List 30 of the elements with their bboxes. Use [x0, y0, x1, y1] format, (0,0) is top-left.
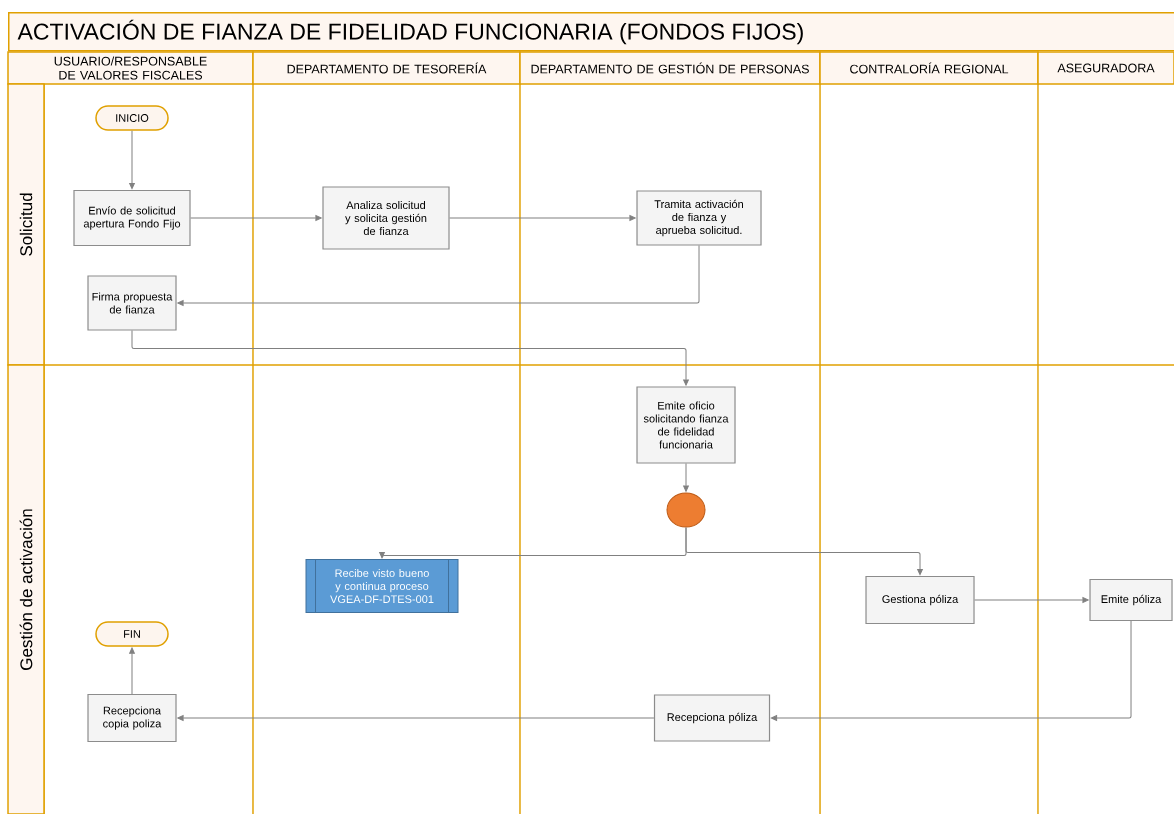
connector-circle — [666, 492, 706, 528]
process-box: Emite oficio solicitando fianza de fidelidad funcionaria — [636, 386, 736, 464]
lane-header: CONTRALORÍA REGIONAL — [819, 51, 1039, 85]
lane-header: USUARIO/RESPONSABLE DE VALORES FISCALES — [7, 51, 254, 85]
arrow — [770, 620, 1132, 721]
process-box: Emite póliza — [1089, 578, 1173, 622]
title: ACTIVACIÓN DE FIANZA DE FIDELIDAD FUNCIONARIA (FONDOS FIJOS) — [17, 19, 803, 45]
process-box: Firma propuesta de fianza — [87, 275, 177, 331]
arrow — [449, 215, 636, 221]
arrow — [974, 597, 1089, 603]
process-box: Recepciona copia poliza — [87, 693, 177, 743]
process-box: Envío de solicitud apertura Fondo Fijo — [73, 189, 191, 247]
subprocess-box: Recibe visto bueno y continua proceso VGEA-DF-DTES-001 — [305, 558, 459, 614]
arrow — [177, 715, 655, 721]
process-box: Gestiona póliza — [865, 575, 975, 625]
arrow — [129, 130, 135, 190]
lane-header: ASEGURADORA — [1037, 51, 1174, 85]
arrow — [177, 245, 700, 306]
process-box: Analiza solicitud y solicita gestión de fianza — [322, 186, 450, 250]
arrow — [190, 215, 322, 221]
arrow — [131, 330, 689, 386]
lane-header: Gestión de activación — [7, 364, 45, 814]
lane-header: Solicitud — [7, 83, 45, 366]
lane-header: DEPARTAMENTO DE TESORERÍA — [252, 51, 521, 85]
process-box: Tramita activación de fianza y aprueba solicitud. — [636, 190, 762, 246]
arrow — [129, 647, 135, 695]
process-box: Recepciona póliza — [653, 694, 771, 742]
arrow — [683, 463, 689, 492]
arrow — [685, 527, 923, 576]
lane-header: DEPARTAMENTO DE GESTIÓN DE PERSONAS — [519, 51, 821, 85]
